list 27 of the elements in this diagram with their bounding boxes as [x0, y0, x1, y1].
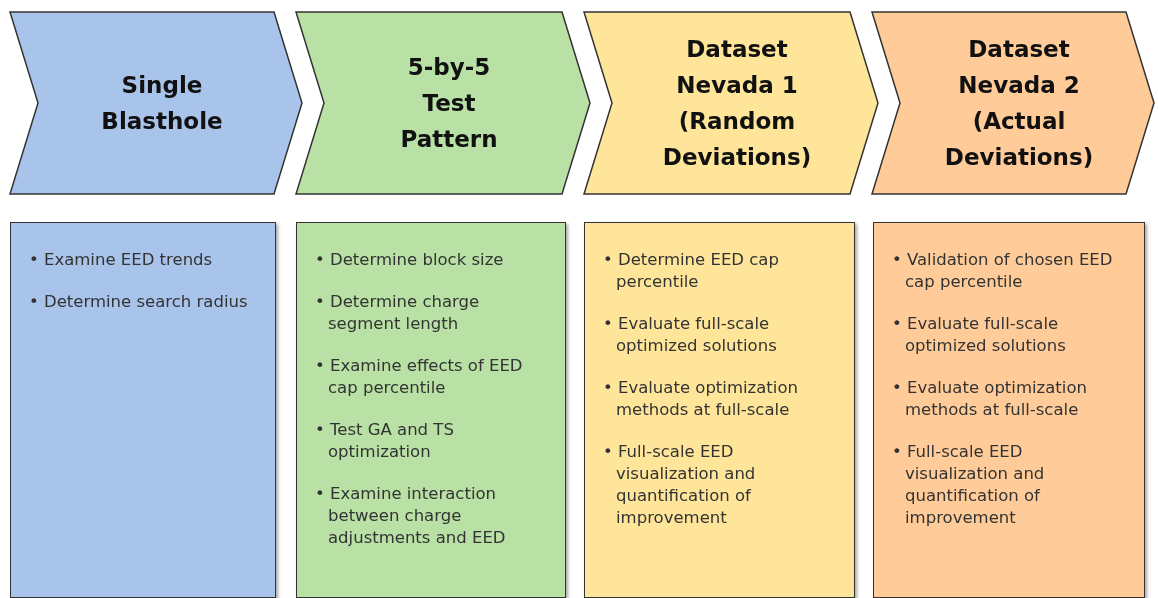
- task-item: • Full-scale EED visualization and quantification of improvement: [603, 441, 757, 529]
- stage-title: 5-by-5 Test Pattern: [399, 53, 499, 154]
- task-item: • Examine EED trends: [29, 249, 213, 271]
- task-item: • Validation of chosen EED cap percentile: [892, 249, 1114, 293]
- task-item: • Evaluate optimization methods at full-scale: [603, 377, 799, 421]
- task-item: • Examine interaction between charge adjustments and EED: [315, 483, 507, 549]
- task-panel: [296, 222, 566, 598]
- stage-title: Single Blasthole: [100, 71, 224, 136]
- task-item: • Evaluate full-scale optimized solutions: [892, 313, 1067, 357]
- task-item: • Determine EED cap percentile: [603, 249, 780, 293]
- task-panel: [873, 222, 1145, 598]
- stage-banner: [872, 12, 1154, 194]
- task-item: • Evaluate optimization methods at full-scale: [892, 377, 1088, 421]
- stage-banner: [296, 12, 590, 194]
- task-item: • Full-scale EED visualization and quantification of improvement: [892, 441, 1046, 529]
- stage-title: Dataset Nevada 1 (Random Deviations): [662, 35, 812, 172]
- task-panel: [584, 222, 855, 598]
- task-item: • Determine charge segment length: [315, 291, 481, 335]
- task-panel: [10, 222, 276, 598]
- stage-banner: [584, 12, 878, 194]
- task-item: • Examine effects of EED cap percentile: [315, 355, 524, 399]
- task-item: • Determine search radius: [29, 291, 248, 313]
- task-item: • Determine block size: [315, 249, 504, 271]
- task-item: • Test GA and TS optimization: [315, 419, 455, 463]
- task-item: • Evaluate full-scale optimized solutions: [603, 313, 778, 357]
- stage-banner: [10, 12, 302, 194]
- stage-title: Dataset Nevada 2 (Actual Deviations): [944, 35, 1094, 172]
